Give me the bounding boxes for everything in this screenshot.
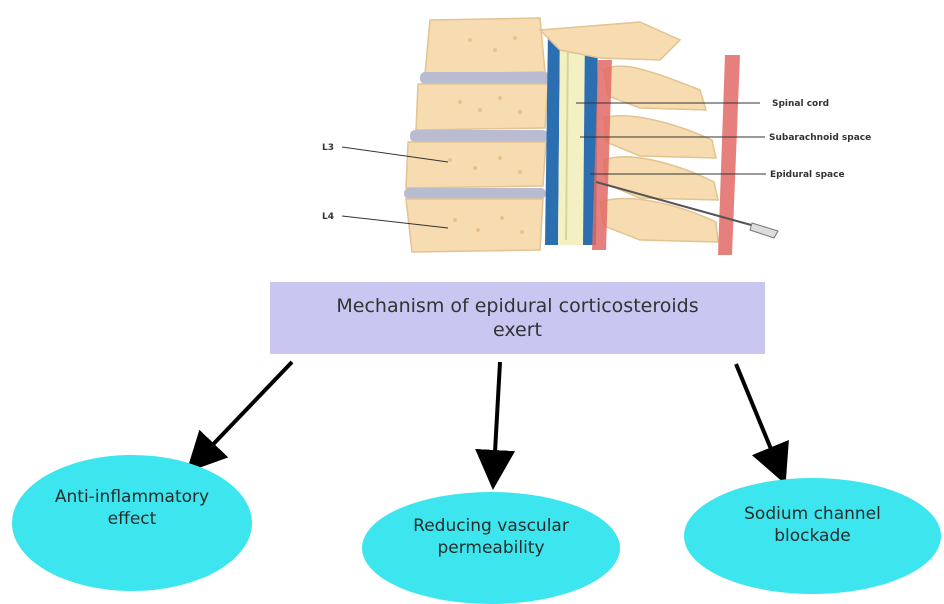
effect-oval-vascular: Reducing vascular permeability [362, 492, 620, 604]
arrow-left [200, 362, 292, 458]
effect-label: Reducing vascular permeability [406, 515, 576, 559]
effect-label: Anti-inflammatory effect [52, 486, 212, 530]
effect-label: Sodium channel blockade [738, 503, 888, 547]
effect-oval-anti-inflammatory: Anti-inflammatory effect [12, 455, 252, 591]
effect-oval-sodium: Sodium channel blockade [684, 478, 941, 594]
arrow-center [494, 362, 500, 470]
arrow-right [736, 364, 778, 466]
